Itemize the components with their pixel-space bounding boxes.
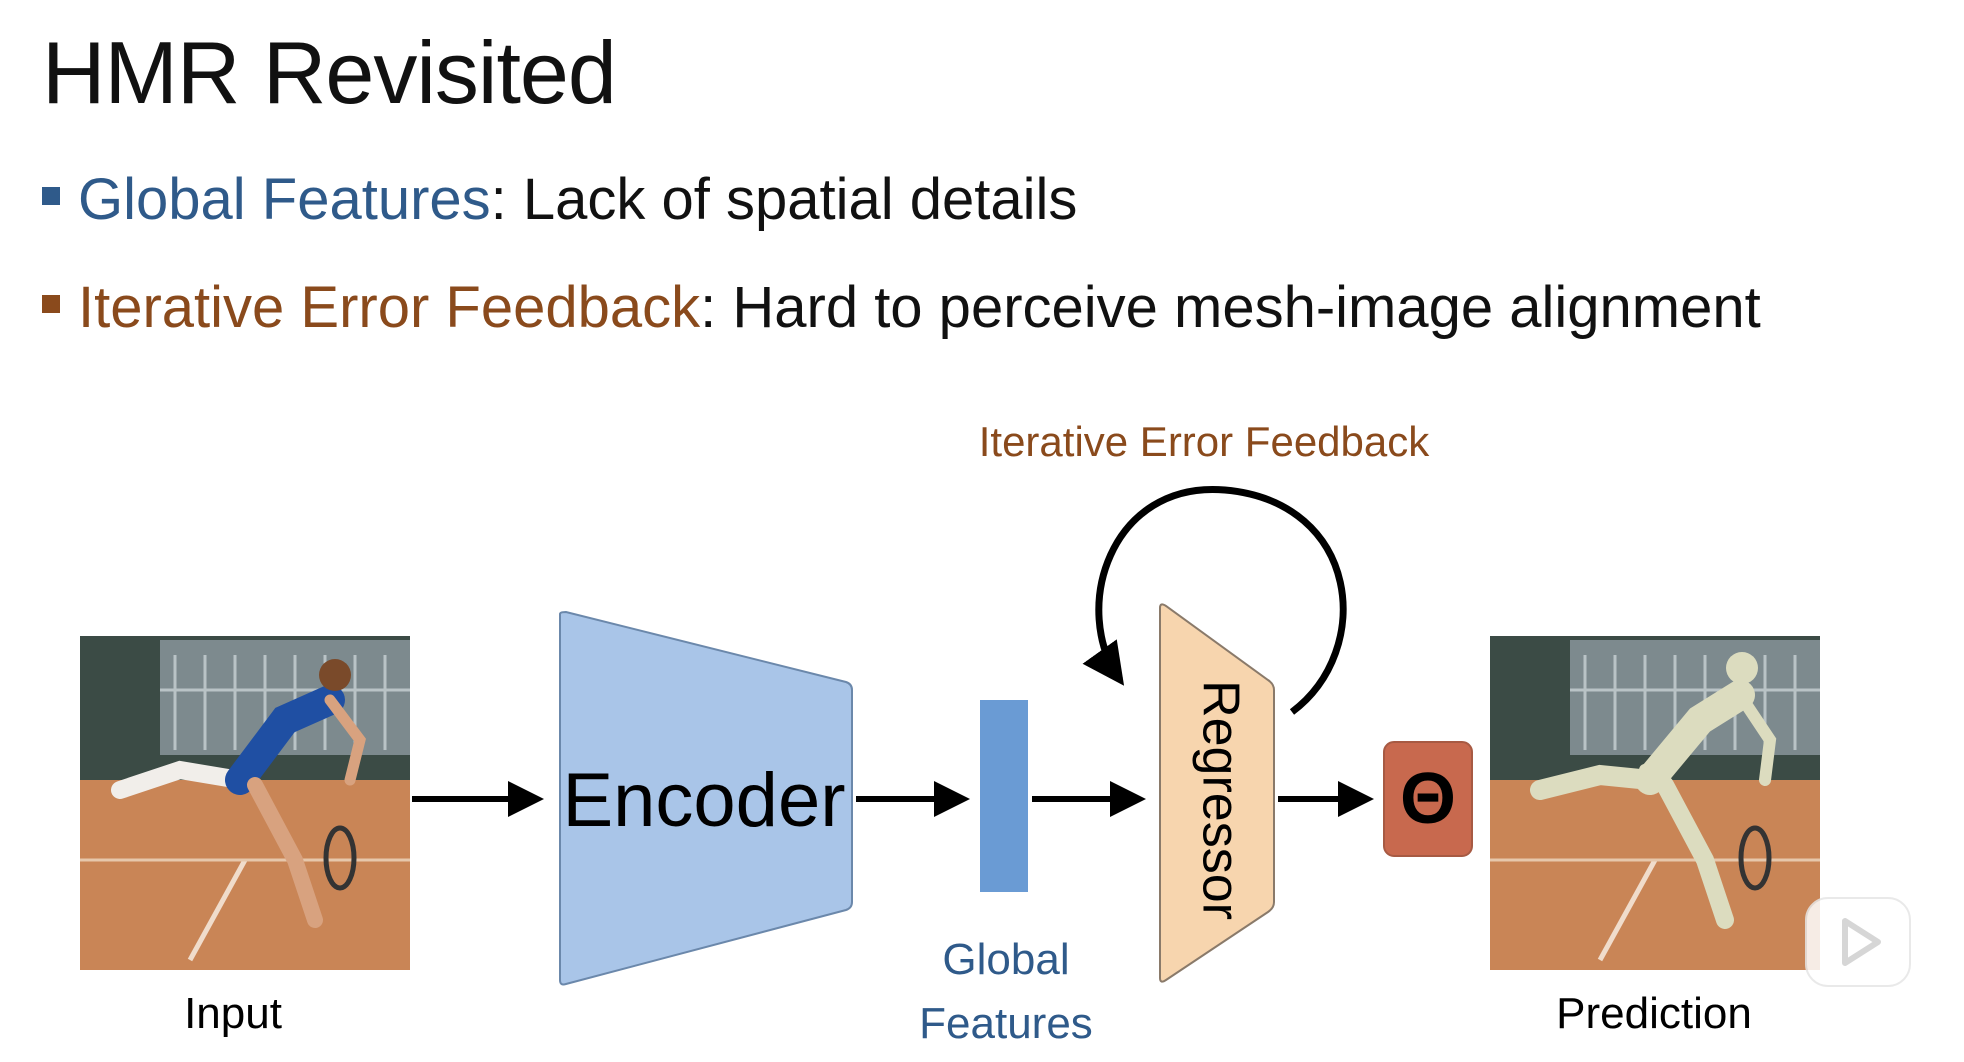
- bullet-iterative-error-feedback: Iterative Error Feedback: Hard to percei…: [42, 274, 1761, 341]
- regressor-block: [1159, 603, 1275, 983]
- prediction-label: Prediction: [1556, 989, 1752, 1038]
- bullet-square-icon: [42, 187, 60, 205]
- feedback-loop-arrow: [1082, 486, 1347, 715]
- bullet-global-features: Global Features: Lack of spatial details: [42, 166, 1077, 233]
- global-feature-bar: [980, 700, 1028, 892]
- bullet-key: Iterative Error Feedback: [78, 275, 701, 340]
- input-label: Input: [184, 989, 282, 1038]
- regressor-label: Regressor: [1191, 680, 1249, 920]
- prediction-image: [1490, 636, 1820, 970]
- bullet-square-icon: [42, 295, 60, 313]
- input-image: [80, 636, 410, 970]
- theta-symbol: Θ: [1400, 759, 1456, 839]
- theta-box: [1383, 741, 1473, 857]
- global-features-label-line2: Features: [919, 999, 1093, 1048]
- encoder-block: [559, 610, 853, 986]
- feedback-label: Iterative Error Feedback: [979, 418, 1431, 465]
- bullet-text: : Hard to perceive mesh-image alignment: [700, 275, 1761, 340]
- bullet-key: Global Features: [78, 167, 491, 232]
- bullet-text: : Lack of spatial details: [490, 167, 1078, 232]
- global-features-label-line1: Global: [942, 935, 1069, 984]
- encoder-label: Encoder: [562, 758, 845, 843]
- slide-title: HMR Revisited: [42, 23, 617, 122]
- play-icon[interactable]: [1805, 881, 1911, 987]
